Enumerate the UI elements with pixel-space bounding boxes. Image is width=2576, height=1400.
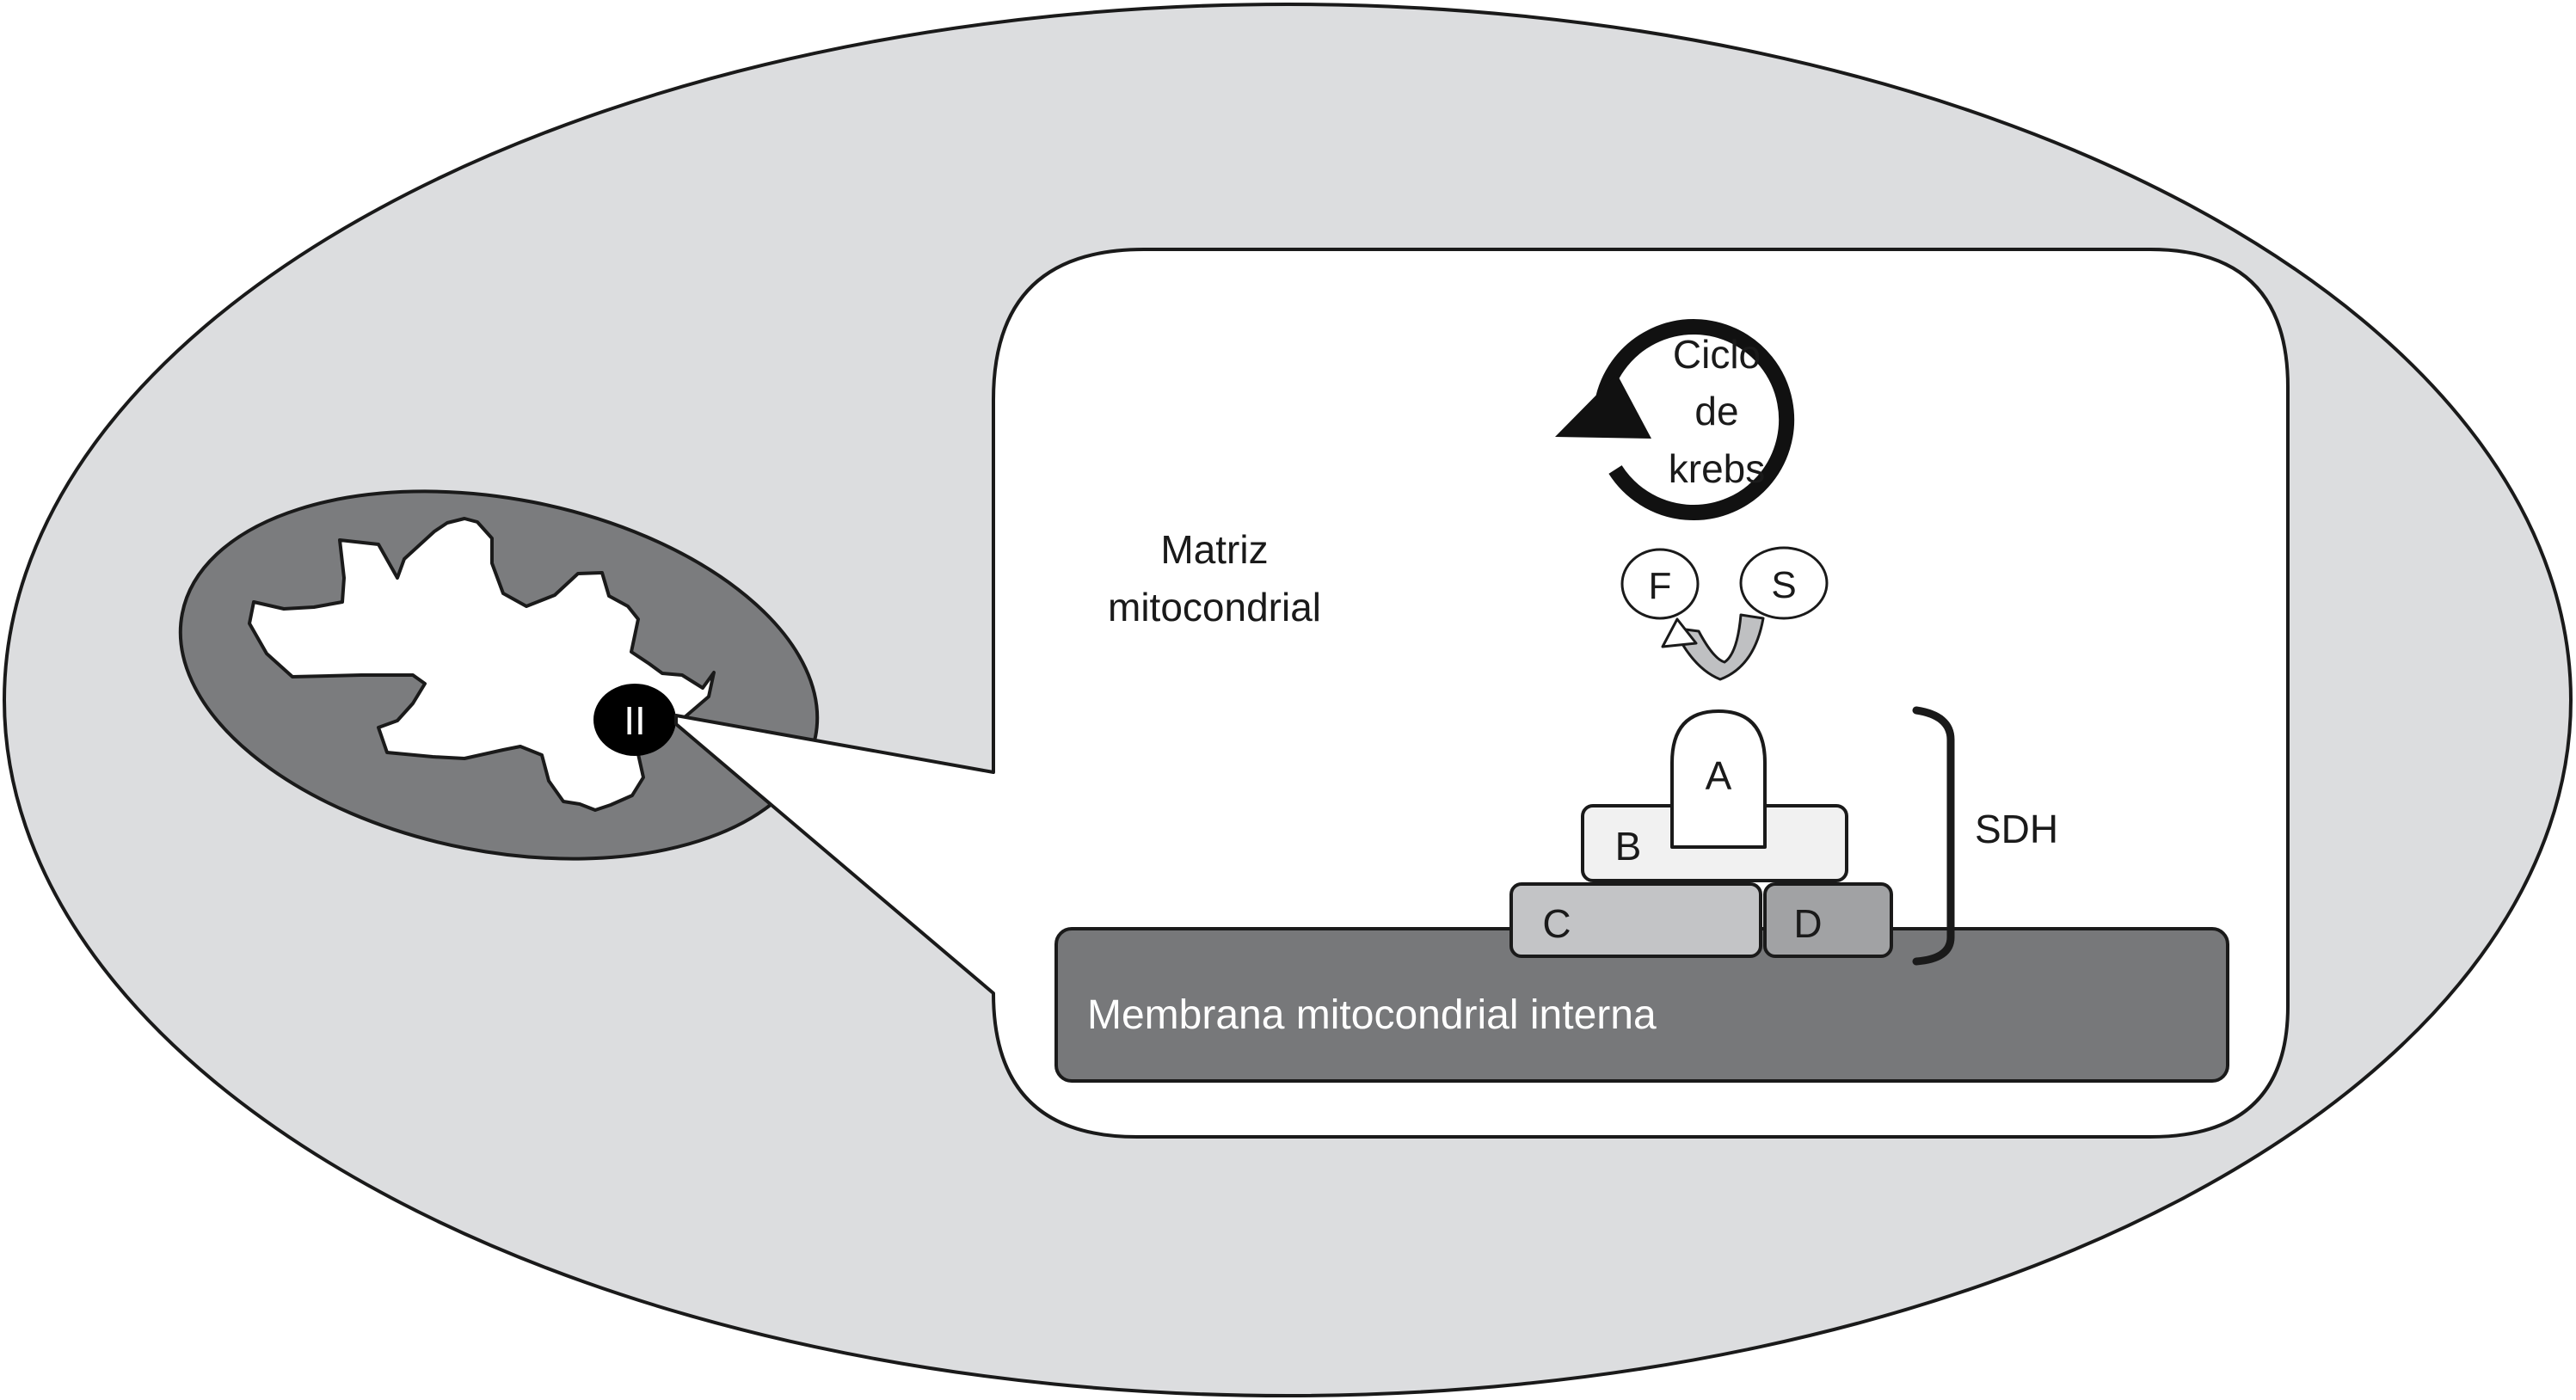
- krebs-cycle: Ciclo de krebs: [1555, 319, 1795, 520]
- sdh-complex: C D B A: [1509, 709, 1893, 958]
- subunit-d: [1763, 882, 1893, 958]
- subunit-a-label: A: [1706, 753, 1732, 798]
- succinate-fumarate-conversion: F S: [1620, 546, 1829, 681]
- subunit-c-label: C: [1542, 901, 1571, 946]
- sdh-label: SDH: [1975, 807, 2058, 851]
- succinate-label: S: [1771, 564, 1796, 606]
- subunit-d-label: D: [1793, 901, 1822, 946]
- matrix-label-line2: mitocondrial: [1108, 585, 1321, 629]
- krebs-label-line2: de: [1694, 389, 1738, 433]
- subunit-b-label: B: [1615, 824, 1642, 869]
- succinate-node: [1739, 546, 1829, 620]
- sdh-bracket: [1912, 706, 1955, 966]
- krebs-cycle-arrow-icon: [1555, 374, 1651, 439]
- krebs-label-line1: Ciclo: [1673, 332, 1761, 377]
- matrix-label-line1: Matriz: [1160, 527, 1268, 572]
- conversion-arrow-head-icon: [1661, 617, 1698, 648]
- subunit-a: [1670, 709, 1767, 849]
- inner-membrane-label: Membrana mitocondrial interna: [1087, 992, 1657, 1038]
- krebs-cycle-ring: [1595, 319, 1795, 520]
- krebs-label-line3: krebs: [1669, 446, 1765, 491]
- complex-ii-marker: [593, 684, 676, 756]
- mitochondrion: II: [178, 489, 820, 861]
- fumarate-node: [1620, 548, 1700, 620]
- complex-ii-label: II: [624, 698, 646, 743]
- fumarate-label: F: [1649, 565, 1672, 607]
- subunit-c: [1509, 882, 1762, 958]
